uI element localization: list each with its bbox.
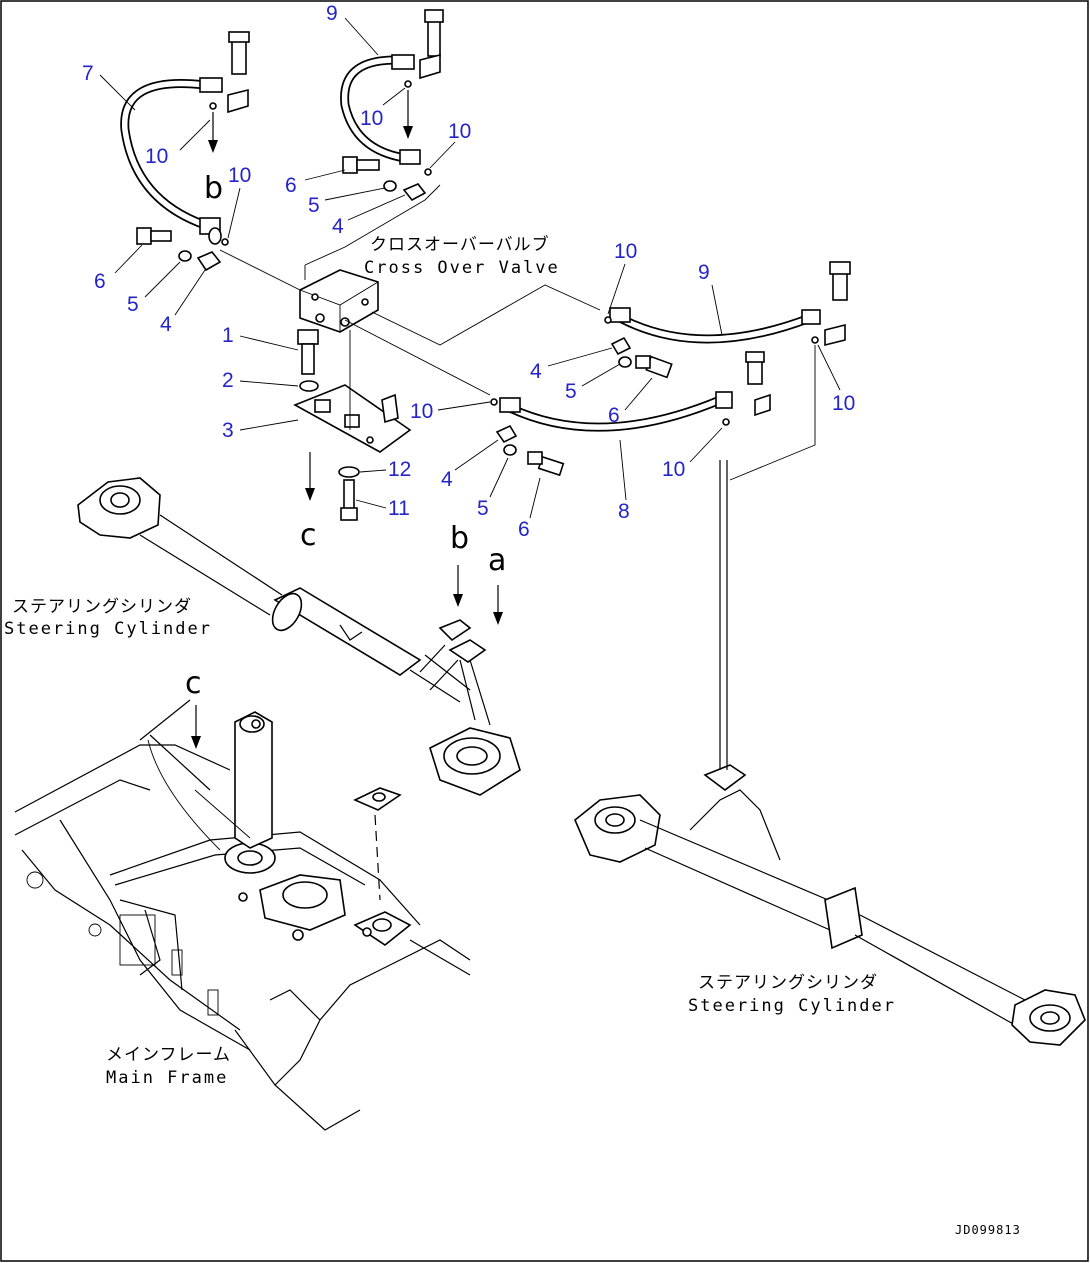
steering-cylinder-left <box>77 477 521 796</box>
callout-10: 10 <box>662 458 685 481</box>
drawing-code: JD099813 <box>955 1223 1021 1237</box>
callout-9: 9 <box>326 2 338 25</box>
callout-11: 11 <box>388 497 410 520</box>
o-rings <box>209 80 819 426</box>
washer-12 <box>338 466 360 478</box>
callout-5: 5 <box>308 194 320 217</box>
callout-6: 6 <box>608 404 620 427</box>
main-frame-label-en: Main Frame <box>106 1068 228 1088</box>
callout-10: 10 <box>448 120 471 143</box>
fittings <box>136 9 851 477</box>
hose-7 <box>120 77 223 245</box>
hose-9-right <box>609 307 821 344</box>
steering-cylinder-left-label-en: Steering Cylinder <box>4 619 212 639</box>
cross-over-valve <box>299 269 379 333</box>
callout-10: 10 <box>360 107 383 130</box>
callout-5: 5 <box>477 497 489 520</box>
callout-10: 10 <box>410 400 433 423</box>
leader-lines <box>219 184 816 481</box>
cross-over-valve-label-en: Cross Over Valve <box>364 258 560 278</box>
callout-4: 4 <box>160 313 172 336</box>
callout-5: 5 <box>565 380 577 403</box>
letter-b: b <box>450 521 469 556</box>
callout-4: 4 <box>441 468 453 491</box>
view-letters: b c b a c <box>185 171 506 701</box>
callout-1: 1 <box>222 324 234 347</box>
callout-10: 10 <box>832 392 855 415</box>
bolt-11 <box>340 479 358 521</box>
letter-c: c <box>300 518 317 553</box>
steering-cylinder-right-label-jp: ステアリングシリンダ <box>698 973 878 993</box>
letter-c: c <box>185 666 202 701</box>
letter-a: a <box>488 543 506 578</box>
callout-2: 2 <box>222 369 234 392</box>
hose-8 <box>499 391 733 432</box>
callout-6: 6 <box>94 270 106 293</box>
bracket <box>293 384 412 453</box>
callout-12: 12 <box>388 458 411 481</box>
main-frame-label-jp: メインフレーム <box>106 1045 231 1065</box>
steering-cylinder-left-label-jp: ステアリングシリンダ <box>12 597 192 617</box>
callouts: 7 10 10 6 5 4 9 10 10 6 5 4 1 2 3 12 11 … <box>82 2 855 541</box>
cross-over-valve-label-jp: クロスオーバーバルブ <box>370 234 550 255</box>
letter-b: b <box>204 171 223 206</box>
steering-cylinder-right <box>574 460 1086 1046</box>
callout-4: 4 <box>530 360 542 383</box>
callout-7: 7 <box>82 62 94 85</box>
callout-6: 6 <box>285 174 297 197</box>
callout-4: 4 <box>332 215 344 238</box>
callout-8: 8 <box>618 500 630 523</box>
arrows <box>191 90 503 749</box>
hose-9-top <box>340 54 421 165</box>
callout-9: 9 <box>698 261 710 284</box>
washer-2 <box>299 380 319 392</box>
callout-10: 10 <box>228 164 251 187</box>
bolt-1 <box>297 329 319 375</box>
callout-3: 3 <box>222 419 234 442</box>
callout-10: 10 <box>145 145 168 168</box>
callout-6: 6 <box>518 518 530 541</box>
labels: クロスオーバーバルブ Cross Over Valve ステアリングシリンダ S… <box>4 234 1021 1237</box>
callout-5: 5 <box>127 293 139 316</box>
steering-cylinder-right-label-en: Steering Cylinder <box>688 996 896 1016</box>
callout-10: 10 <box>614 240 637 263</box>
main-frame-drawing <box>14 699 471 1131</box>
